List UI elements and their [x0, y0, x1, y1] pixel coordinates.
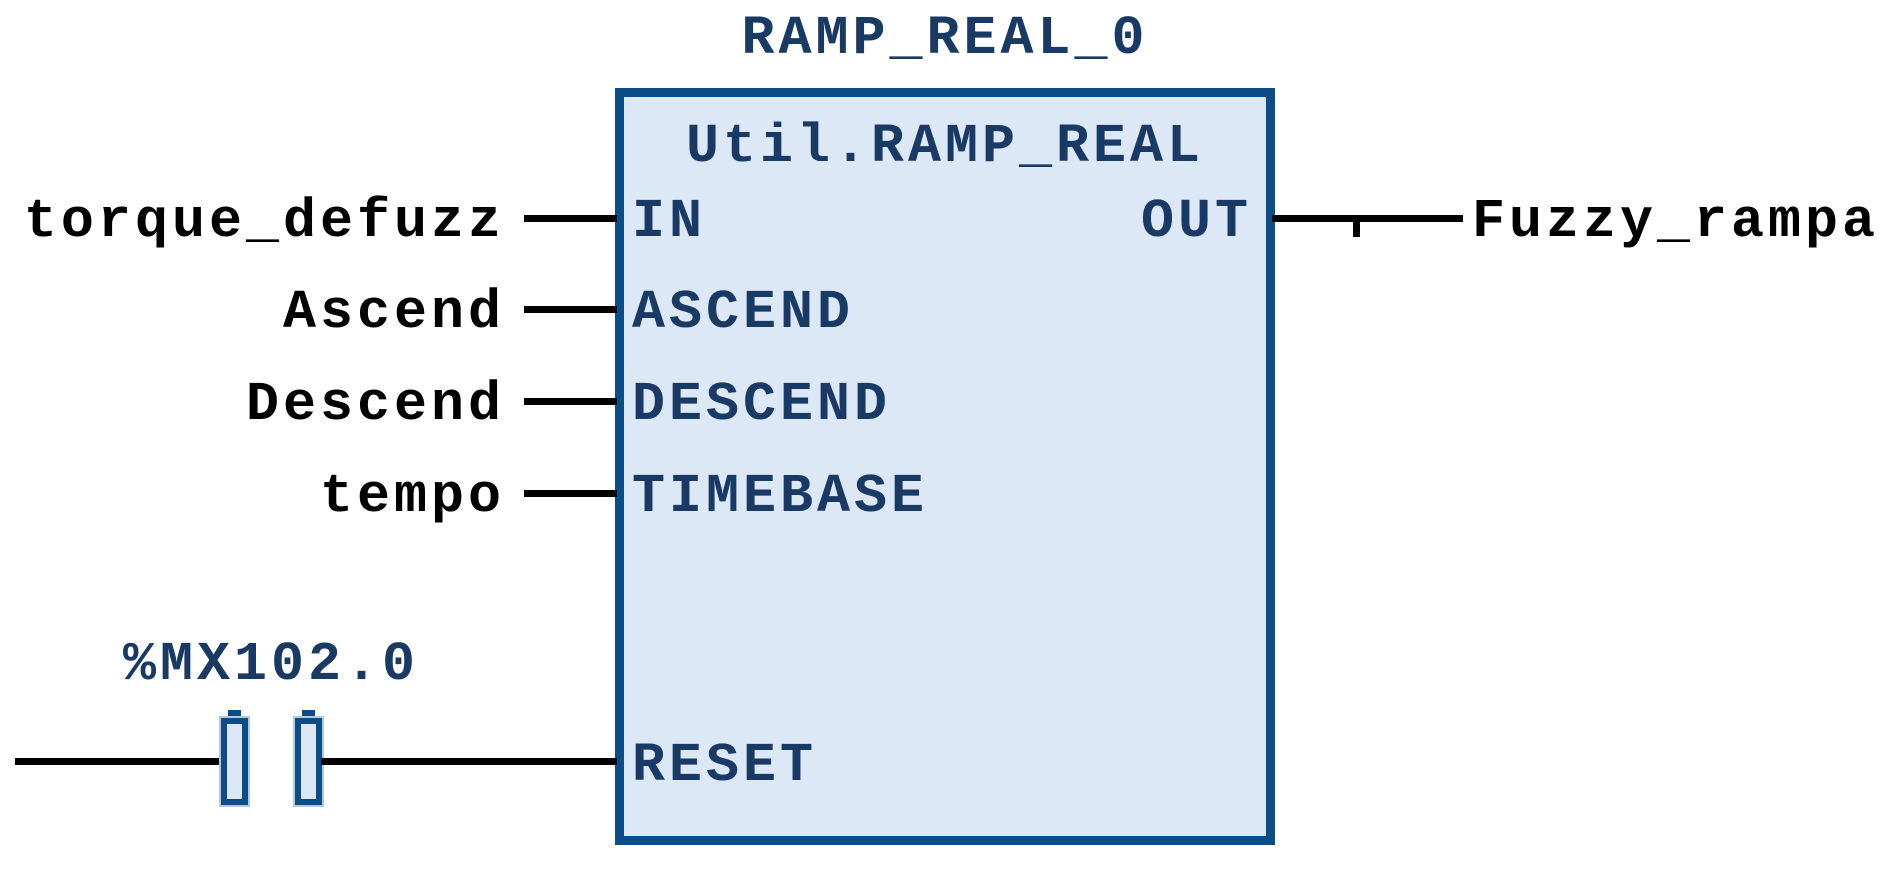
function-block[interactable]	[615, 88, 1275, 845]
contact-address-label[interactable]: %MX102.0	[122, 633, 420, 696]
pin-descend[interactable]: DESCEND	[632, 373, 892, 436]
contact-bar-left[interactable]	[221, 718, 248, 805]
input-variable-ascend[interactable]: Ascend	[282, 281, 505, 344]
rail-wire-left	[15, 758, 221, 765]
pin-ascend[interactable]: ASCEND	[632, 281, 855, 344]
contact-bar-right[interactable]	[295, 718, 322, 805]
wire-in	[524, 215, 617, 222]
wire-ascend	[524, 306, 617, 313]
pin-reset[interactable]: RESET	[632, 734, 818, 797]
input-variable-in[interactable]: torque_defuzz	[23, 190, 505, 253]
pin-in[interactable]: IN	[632, 190, 707, 253]
contact-bar-cap	[228, 710, 241, 720]
input-variable-descend[interactable]: Descend	[245, 373, 505, 436]
block-type-label: Util.RAMP_REAL	[685, 115, 1205, 178]
pin-out[interactable]: OUT	[1140, 190, 1252, 253]
wire-descend	[524, 398, 617, 405]
block-instance-name[interactable]: RAMP_REAL_0	[741, 7, 1149, 70]
wire-out	[1272, 215, 1463, 222]
pin-timebase[interactable]: TIMEBASE	[632, 465, 929, 528]
wire-out-junction-tick	[1353, 215, 1360, 237]
contact-bar-cap	[302, 710, 315, 720]
input-variable-timebase[interactable]: tempo	[319, 465, 505, 528]
wire-reset	[321, 758, 617, 765]
output-variable-out[interactable]: Fuzzy_rampa	[1472, 190, 1880, 253]
wire-timebase	[524, 490, 617, 497]
